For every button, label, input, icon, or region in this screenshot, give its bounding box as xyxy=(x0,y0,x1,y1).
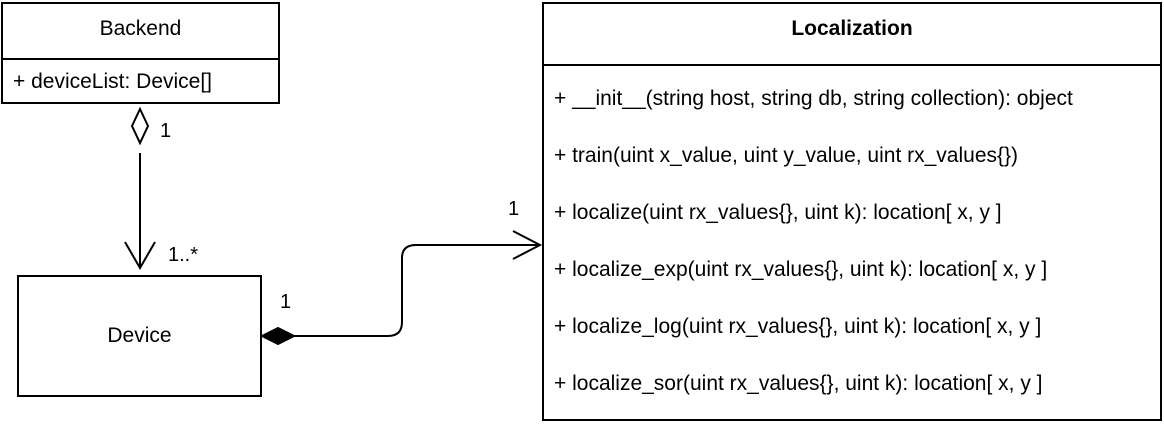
aggregation-diamond xyxy=(130,106,150,146)
method-localize: + localize(uint rx_values{}, uint k): lo… xyxy=(554,201,1002,224)
backend-multiplicity: 1 xyxy=(160,120,172,142)
composition-arrowhead xyxy=(512,230,543,260)
backend-class[interactable]: Backend + deviceList: Device[] xyxy=(1,2,280,104)
composition-line xyxy=(294,244,540,337)
localization-methods: + __init__(string host, string db, strin… xyxy=(544,64,1160,422)
localization-class[interactable]: Localization + __init__(string host, str… xyxy=(542,2,1162,421)
backend-class-name: Backend xyxy=(99,17,182,40)
device-multiplicity-many: 1..* xyxy=(168,244,199,266)
method-localize-log: + localize_log(uint rx_values{}, uint k)… xyxy=(554,315,1042,338)
localization-multiplicity: 1 xyxy=(508,198,520,220)
backend-attribute: + deviceList: Device[] xyxy=(13,70,213,93)
localization-class-name: Localization xyxy=(791,17,913,40)
device-class-name: Device xyxy=(107,324,172,347)
device-class[interactable]: Device xyxy=(17,275,262,397)
method-localize-sor: + localize_sor(uint rx_values{}, uint k)… xyxy=(554,372,1043,395)
method-localize-exp: + localize_exp(uint rx_values{}, uint k)… xyxy=(554,258,1048,281)
backend-attributes: + deviceList: Device[] xyxy=(3,58,278,94)
aggregation-arrowhead xyxy=(124,241,156,271)
composition-diamond xyxy=(259,326,297,346)
method-init: + __init__(string host, string db, strin… xyxy=(554,87,1073,110)
device-composition-multiplicity: 1 xyxy=(280,291,292,313)
method-train: + train(uint x_value, uint y_value, uint… xyxy=(554,144,1019,167)
